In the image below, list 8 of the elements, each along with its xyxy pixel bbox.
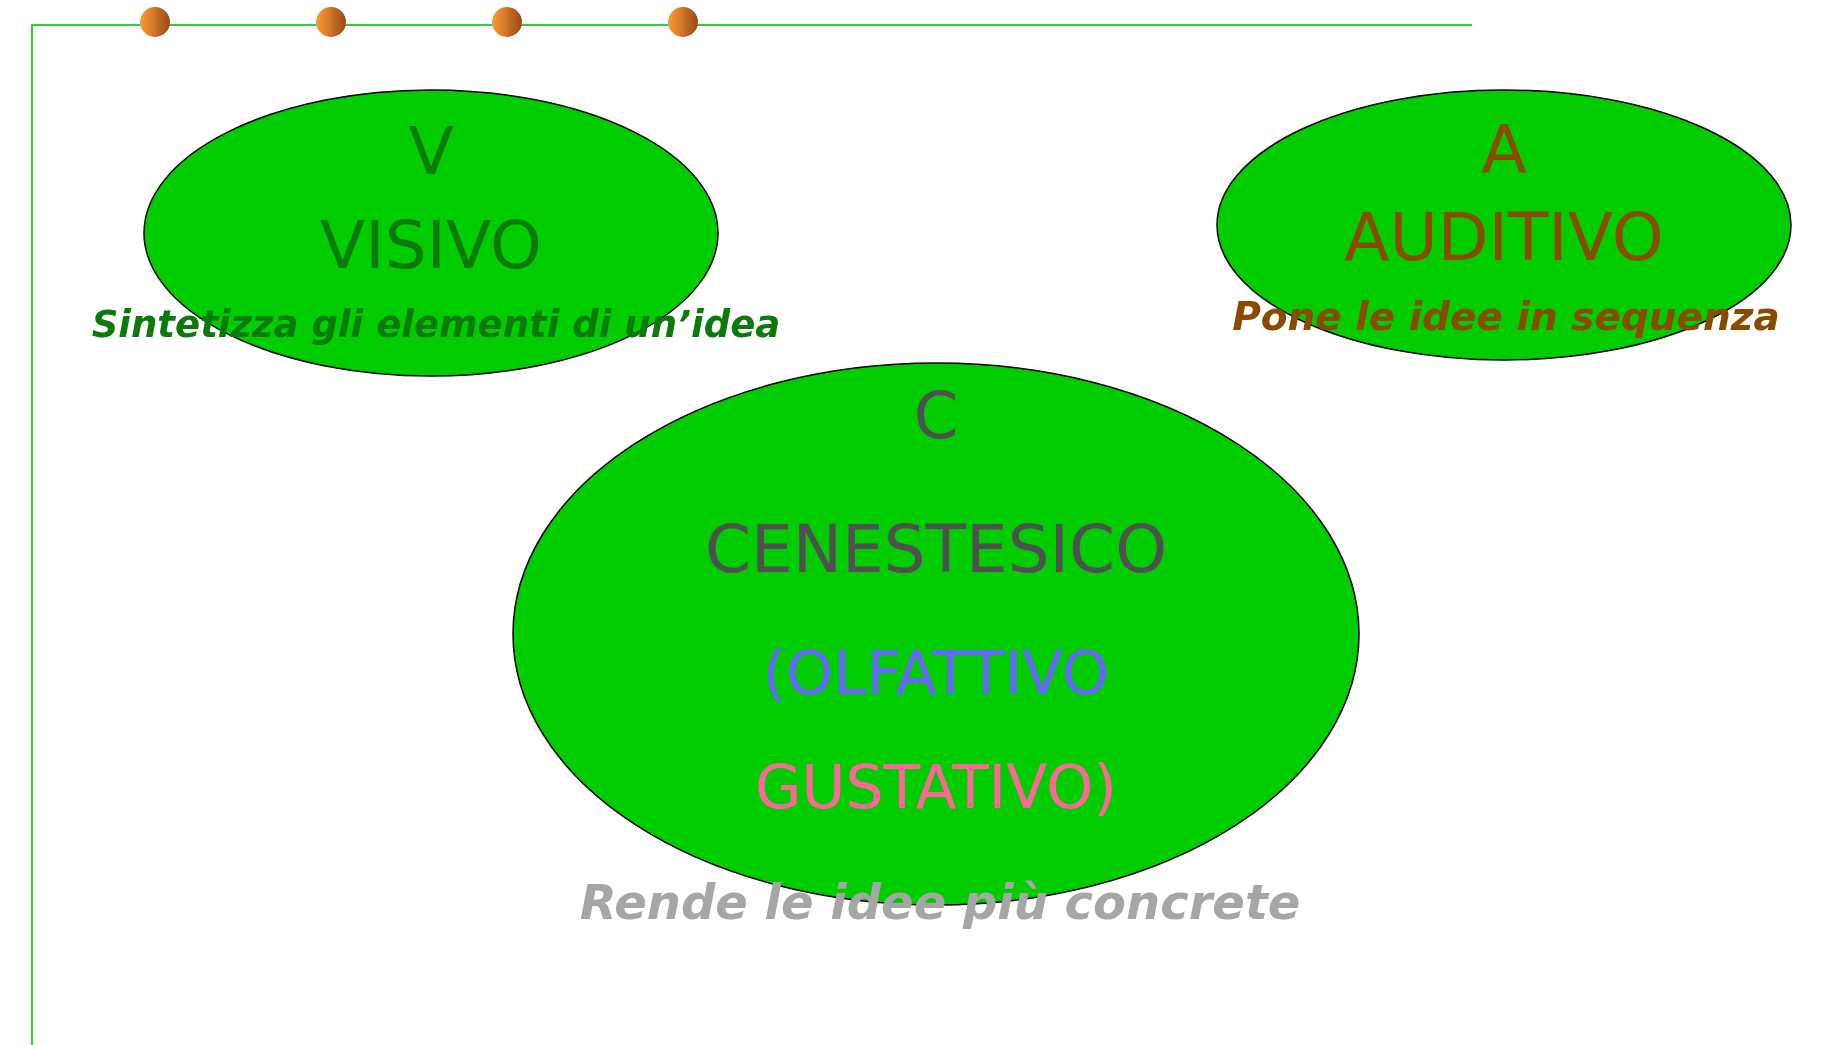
ellipse-label: (OLFATTIVO: [762, 643, 1110, 703]
ellipse-label: V: [408, 119, 454, 185]
ellipse-label: VISIVO: [320, 213, 542, 279]
ellipse-label: AUDITIVO: [1344, 205, 1664, 271]
ellipse-label: GUSTATIVO): [755, 757, 1117, 817]
ellipse-label: C: [913, 384, 959, 448]
ellipse-label: CENESTESICO: [704, 517, 1168, 583]
ellipse-label: A: [1481, 117, 1527, 183]
